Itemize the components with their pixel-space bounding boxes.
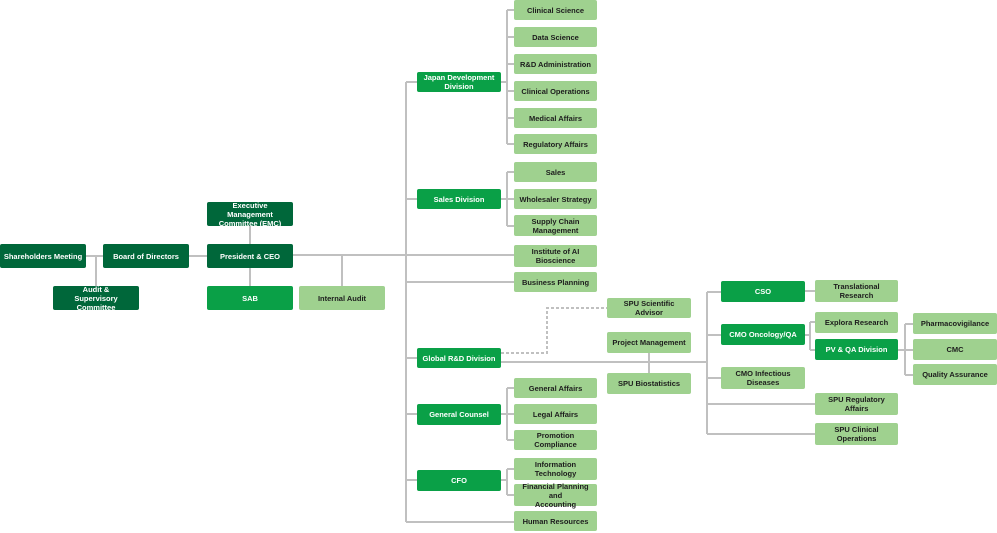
node-proj-mgmt: Project Management bbox=[607, 332, 691, 353]
node-gen-counsel: General Counsel bbox=[417, 404, 501, 425]
node-global-rd: Global R&D Division bbox=[417, 348, 501, 368]
node-cso: CSO bbox=[721, 281, 805, 302]
node-supply-chain: Supply Chain Management bbox=[514, 215, 597, 236]
node-spu-biostat: SPU Biostatistics bbox=[607, 373, 691, 394]
node-cmo-inf: CMO Infectious Diseases bbox=[721, 367, 805, 389]
node-promo: Promotion Compliance bbox=[514, 430, 597, 450]
node-emc: Executive Management Committee (EMC) bbox=[207, 201, 293, 228]
node-gen-affairs: General Affairs bbox=[514, 378, 597, 398]
node-explora: Explora Research bbox=[815, 312, 898, 333]
node-sab: SAB bbox=[207, 286, 293, 310]
node-translational: Translational Research bbox=[815, 280, 898, 302]
node-shareholders: Shareholders Meeting bbox=[0, 244, 86, 268]
node-audit-sup: Audit & Supervisory Committee bbox=[53, 285, 139, 312]
node-japan-dev: Japan Development Division bbox=[417, 72, 501, 92]
node-pvqa: PV & QA Division bbox=[815, 339, 898, 360]
node-spu-clin: SPU Clinical Operations bbox=[815, 423, 898, 445]
node-wholesaler: Wholesaler Strategy bbox=[514, 189, 597, 209]
node-cfo: CFO bbox=[417, 470, 501, 491]
node-sales-div: Sales Division bbox=[417, 189, 501, 209]
node-reg-affairs: Regulatory Affairs bbox=[514, 134, 597, 154]
node-cmc: CMC bbox=[913, 339, 997, 360]
node-ai-bio: Institute of AI Bioscience bbox=[514, 245, 597, 267]
node-rd-admin: R&D Administration bbox=[514, 54, 597, 74]
node-ceo: President & CEO bbox=[207, 244, 293, 268]
node-clin-ops: Clinical Operations bbox=[514, 81, 597, 101]
dashed-connector-line bbox=[501, 307, 607, 354]
node-data-sci: Data Science bbox=[514, 27, 597, 47]
node-clin-sci: Clinical Science bbox=[514, 0, 597, 20]
node-legal: Legal Affairs bbox=[514, 404, 597, 424]
node-spu-reg: SPU Regulatory Affairs bbox=[815, 393, 898, 415]
node-it: Information Technology bbox=[514, 458, 597, 480]
node-fpa: Financial Planning and Accounting bbox=[514, 482, 597, 509]
node-internal-audit: Internal Audit bbox=[299, 286, 385, 310]
node-hr: Human Resources bbox=[514, 511, 597, 531]
node-sales: Sales bbox=[514, 162, 597, 182]
node-board: Board of Directors bbox=[103, 244, 189, 268]
node-spu-sci: SPU Scientific Advisor bbox=[607, 298, 691, 318]
node-biz-plan: Business Planning bbox=[514, 272, 597, 292]
node-qa: Quality Assurance bbox=[913, 364, 997, 385]
node-cmo-onc: CMO Oncology/QA bbox=[721, 324, 805, 345]
node-pharmacovig: Pharmacovigilance bbox=[913, 313, 997, 334]
node-med-affairs: Medical Affairs bbox=[514, 108, 597, 128]
